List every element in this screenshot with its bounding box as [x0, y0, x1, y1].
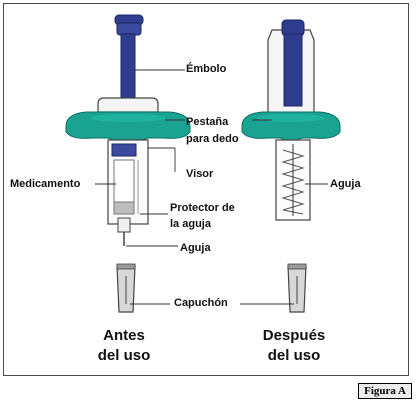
caption-after-line2: del uso — [267, 347, 321, 364]
label-plunger: Émbolo — [186, 63, 227, 75]
label-finger-flange: Pestaña para dedo — [186, 116, 239, 146]
label-needle-right: Aguja — [330, 178, 361, 190]
finger-flange-right — [241, 111, 341, 147]
caption-after-use: Después del uso — [252, 327, 336, 364]
caption-after-line1: Después — [262, 327, 326, 344]
label-finger-flange-line1: Pestaña — [186, 116, 229, 128]
caption-before-line1: Antes — [103, 327, 145, 344]
cap-left — [116, 263, 136, 313]
medicine-left — [113, 159, 139, 215]
label-needle-guard: Protector de la aguja — [170, 202, 235, 231]
needle-spring-right — [281, 144, 305, 216]
label-needle-guard-line1: Protector de — [170, 202, 235, 214]
label-medicine: Medicamento — [10, 178, 81, 190]
caption-before-use: Antes del uso — [88, 327, 160, 364]
plunger-right — [281, 19, 305, 107]
syringe-after-use — [241, 19, 341, 313]
label-window: Visor — [186, 168, 214, 180]
figure-tag: Figura A — [358, 383, 412, 399]
label-needle-left: Aguja — [180, 242, 211, 254]
figure-frame — [3, 3, 409, 376]
label-finger-flange-line2: para dedo — [186, 133, 239, 145]
label-needle-guard-line2: la aguja — [170, 218, 211, 230]
leader-lines — [95, 69, 328, 305]
plunger-left — [113, 14, 144, 109]
label-cap: Capuchón — [174, 297, 228, 309]
cap-right — [287, 263, 307, 313]
finger-flange-left — [65, 111, 191, 147]
caption-before-line2: del uso — [97, 347, 151, 364]
syringe-before-use — [65, 14, 191, 313]
